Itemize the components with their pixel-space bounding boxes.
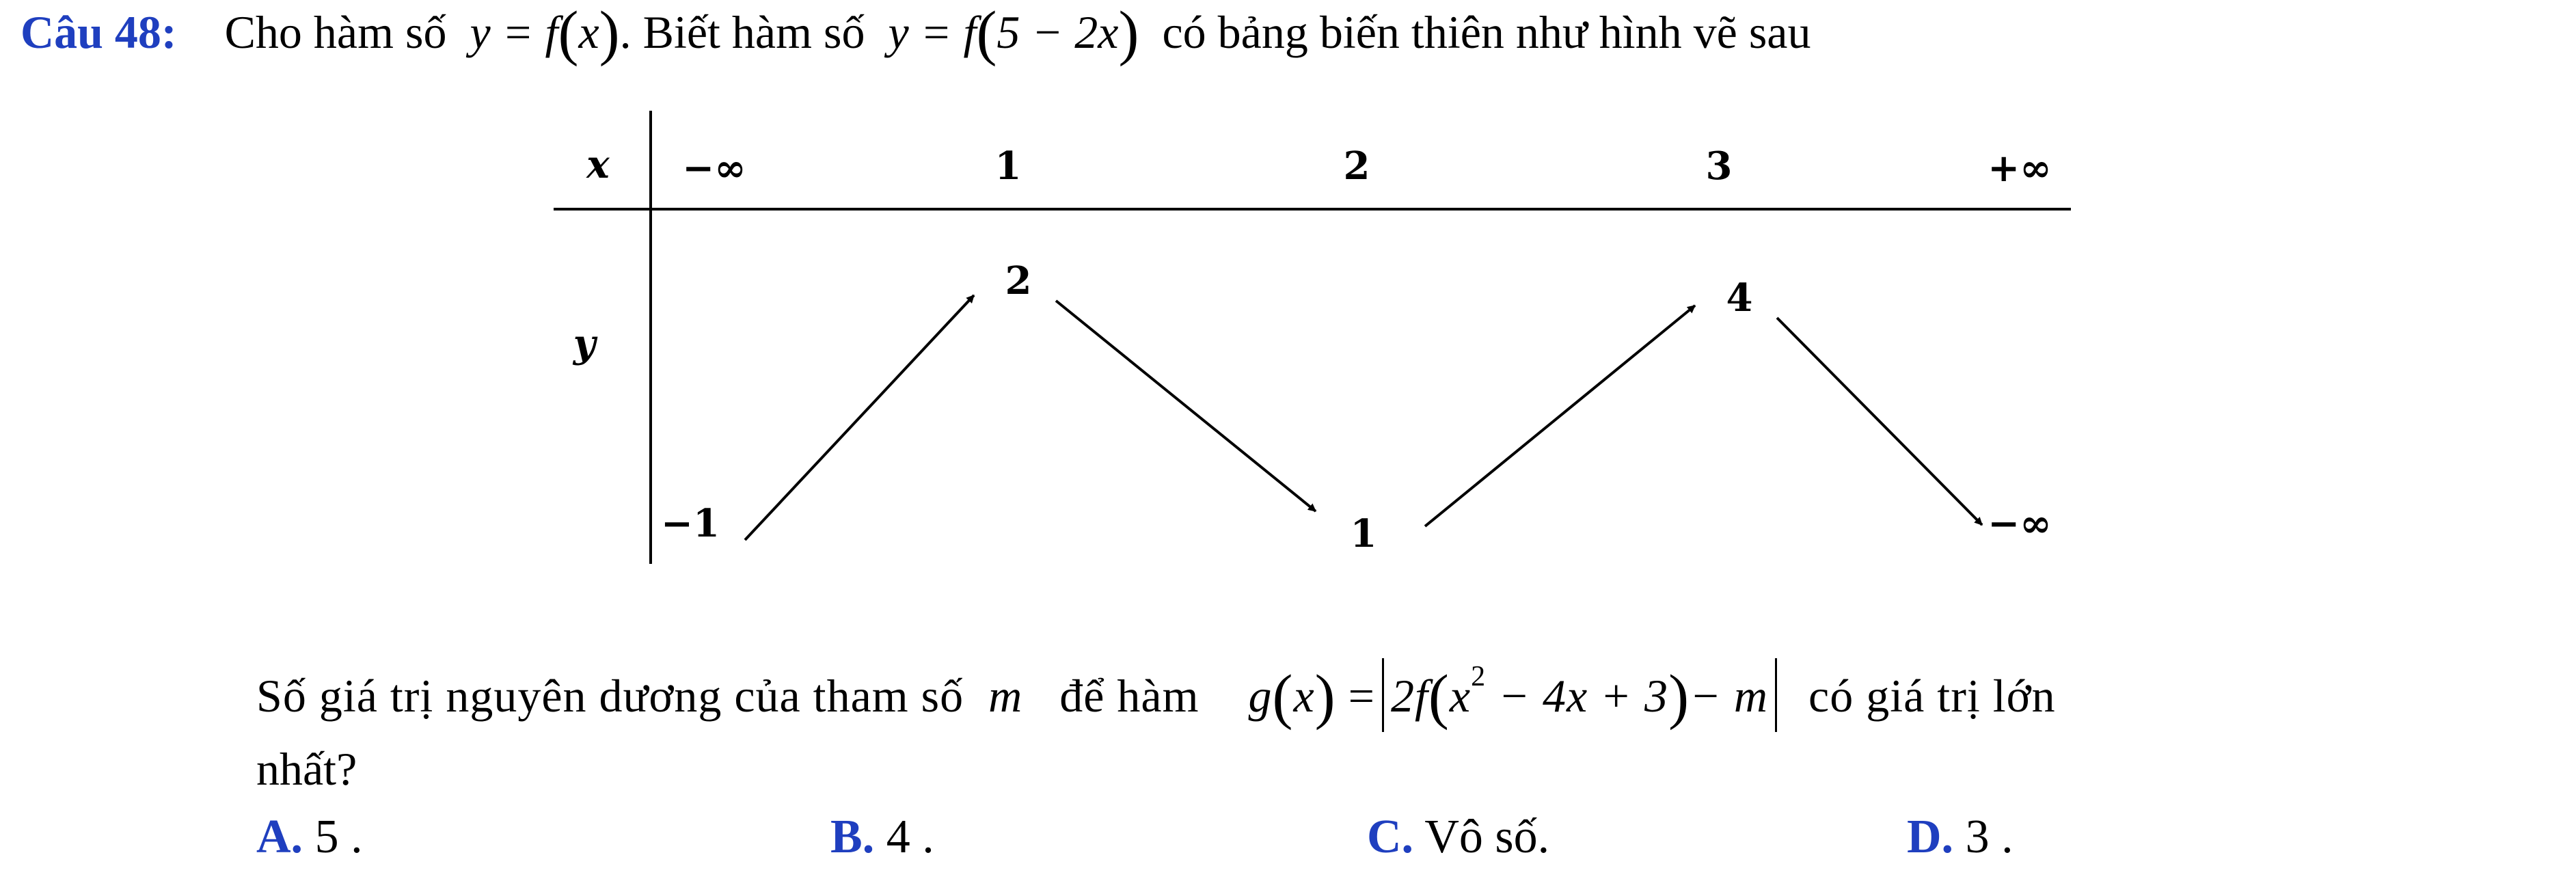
abs-bar-right: [1775, 658, 1778, 732]
prompt-line-2: nhất?: [256, 738, 357, 800]
answer-a-text: 5 .: [314, 811, 363, 863]
y-value-4: 4: [1726, 275, 1753, 321]
question-number: Câu 48:: [21, 6, 177, 58]
prompt-text-a: Số giá trị nguyên dương của tham số: [256, 670, 964, 722]
arrow-down-1: [1055, 299, 1317, 513]
answer-d-letter: D.: [1907, 811, 1954, 863]
y-value-neg1: −1: [661, 501, 720, 546]
y-value-neg-inf: −∞: [1988, 501, 2052, 546]
prompt-text-b: để hàm: [1059, 670, 1199, 722]
expr-y-f: y = f: [470, 6, 558, 58]
question-text-a: Cho hàm số: [224, 6, 447, 58]
y-value-2: 2: [1005, 258, 1032, 303]
x-value-pos-inf: +∞: [1988, 146, 2052, 191]
x-value-2: 2: [1344, 144, 1370, 189]
prompt-text-d: nhất?: [256, 743, 357, 795]
y-value-1: 1: [1351, 511, 1377, 556]
expr-2f: 2f: [1391, 670, 1428, 722]
x-value-1: 1: [995, 144, 1022, 189]
x-value-neg-inf: −∞: [682, 146, 746, 191]
answer-c-letter: C.: [1367, 811, 1414, 863]
arrow-up-1: [744, 294, 975, 541]
prompt-text-c: có giá trị lớn: [1808, 670, 2056, 722]
func-g: g: [1248, 670, 1273, 722]
expr-5-2x: 5 − 2x: [996, 6, 1119, 58]
question-header: Câu 48:Cho hàm số y = f(x). Biết hàm số …: [21, 0, 1811, 67]
func-g-arg: x: [1293, 670, 1315, 722]
answer-a-letter: A.: [256, 811, 303, 863]
x-value-3: 3: [1706, 144, 1733, 189]
answer-b[interactable]: B. 4 .: [830, 807, 934, 868]
param-m: m: [988, 670, 1023, 722]
expr-rest: − 4x + 3: [1498, 670, 1669, 722]
abs-bar-left: [1382, 658, 1385, 732]
answer-c-text: Vô số.: [1424, 811, 1550, 863]
y-label: y: [572, 321, 598, 366]
answer-d[interactable]: D. 3 .: [1907, 807, 2014, 868]
question-text-b: . Biết hàm số: [619, 6, 865, 58]
expr-minus-m: − m: [1690, 670, 1769, 722]
x-label: x: [586, 142, 610, 187]
expr-x: x: [578, 6, 599, 58]
answer-c[interactable]: C. Vô số.: [1367, 807, 1549, 868]
expr-y-f-2: y = f: [888, 6, 977, 58]
answer-b-text: 4 .: [886, 811, 934, 863]
answer-d-text: 3 .: [1965, 811, 2014, 863]
arrow-up-2: [1424, 304, 1696, 528]
expr-x-sq: x: [1449, 670, 1472, 722]
expr-exponent: 2: [1471, 661, 1487, 692]
arrow-down-2: [1776, 316, 1983, 526]
answer-b-letter: B.: [830, 811, 875, 863]
answer-a[interactable]: A. 5 .: [256, 807, 363, 868]
prompt-line: Số giá trị nguyên dương của tham số m để…: [256, 646, 2056, 732]
question-text-c: có bảng biến thiên như hình vẽ sau: [1162, 6, 1811, 58]
